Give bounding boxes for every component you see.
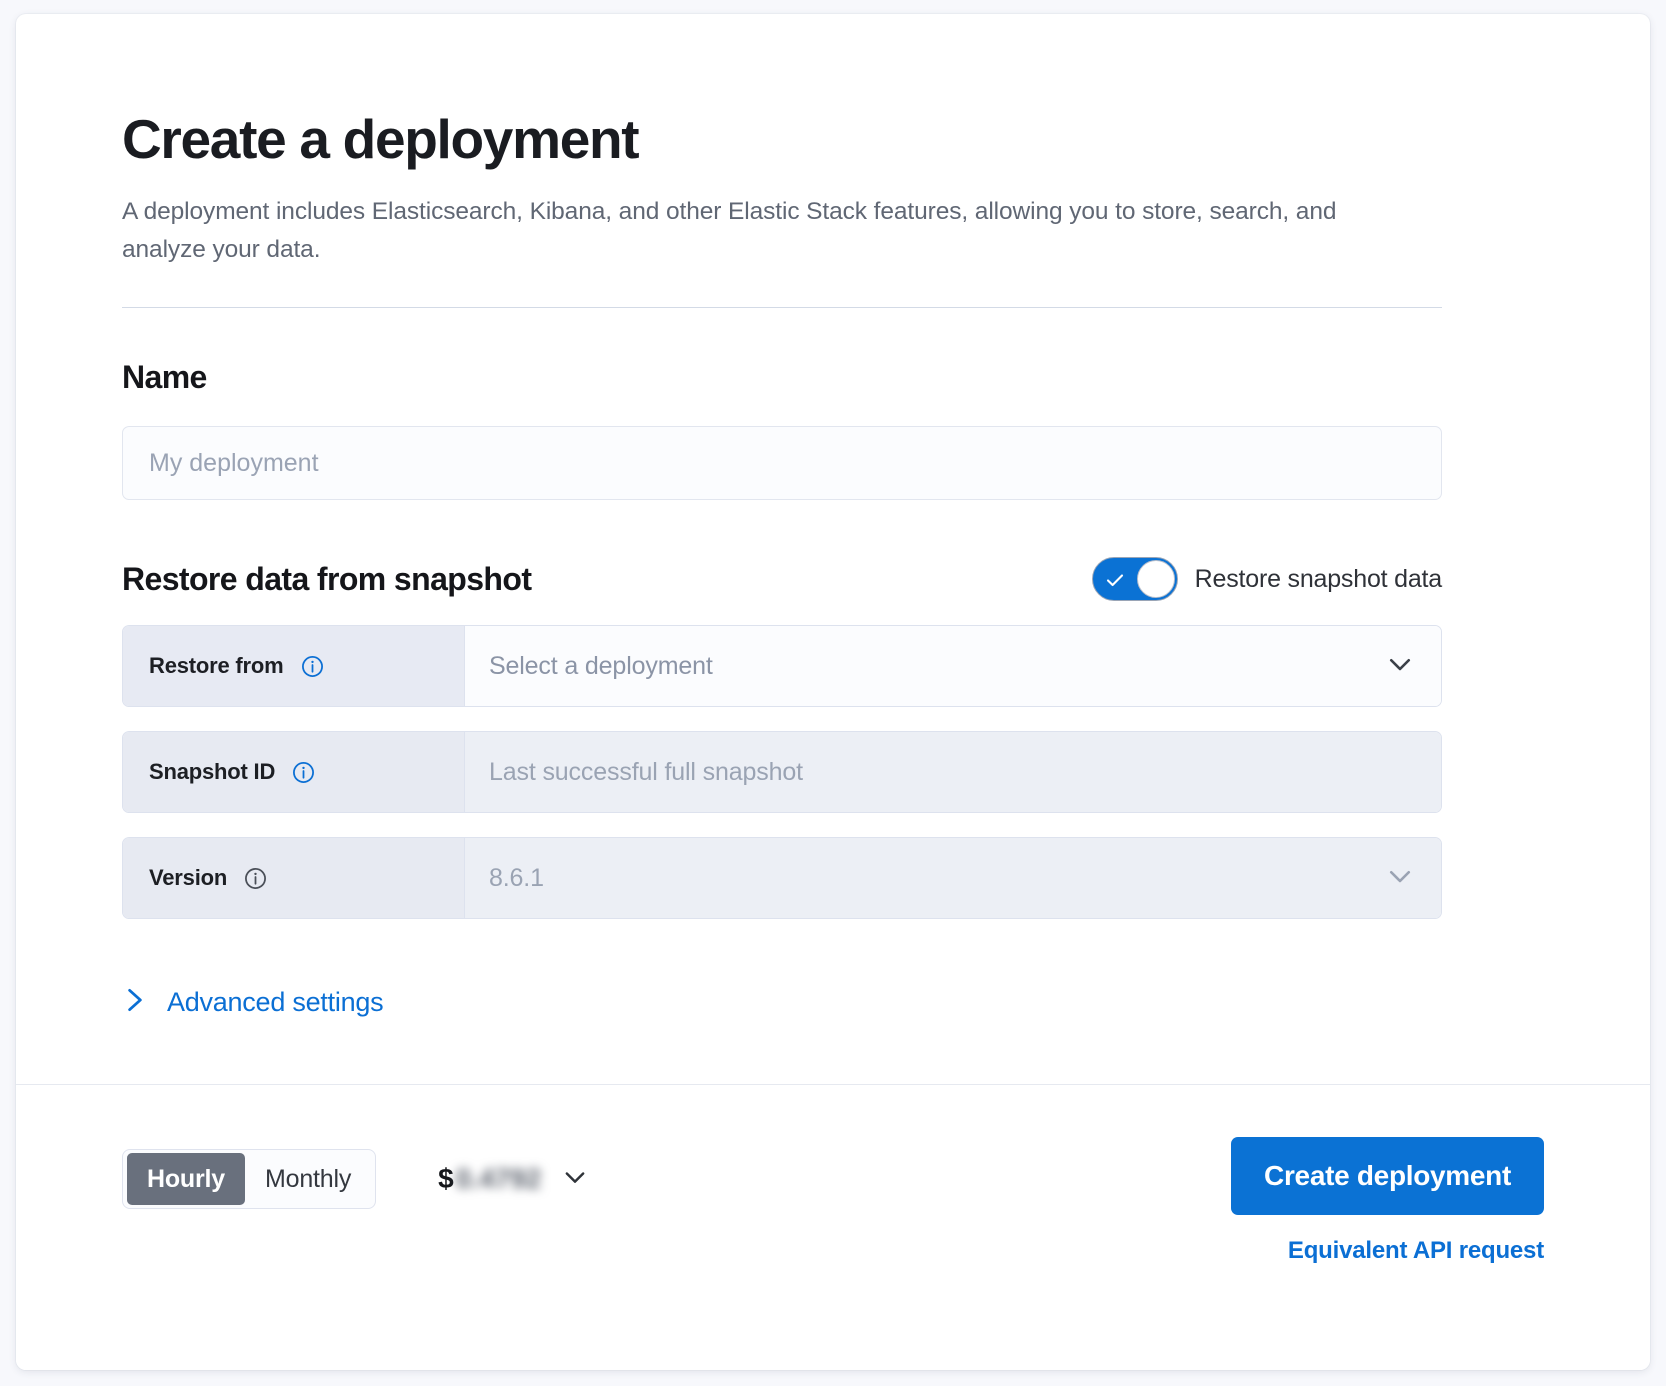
restore-snapshot-toggle[interactable] [1091,557,1178,602]
billing-option-hourly[interactable]: Hourly [127,1153,245,1205]
advanced-settings-label: Advanced settings [167,987,384,1018]
footer-left-group: Hourly Monthly $ 0.4792 [122,1137,589,1209]
card-body: Create a deployment A deployment include… [16,14,1650,1084]
name-section: Name My deployment [122,358,1442,501]
snapshot-id-label: Snapshot ID [149,759,276,785]
price-amount: 0.4792 [455,1163,542,1194]
version-label-group: Version [123,838,465,919]
restore-snapshot-toggle-group[interactable]: Restore snapshot data [1091,557,1443,602]
price-display: $ 0.4792 [438,1163,541,1195]
chevron-down-icon[interactable] [561,1163,589,1196]
chevron-down-icon[interactable] [1385,649,1415,684]
name-section-title: Name [122,358,207,395]
restore-from-row[interactable]: Restore from Select a deployment [122,625,1442,708]
billing-option-monthly[interactable]: Monthly [264,1164,352,1193]
price-group[interactable]: $ 0.4792 [438,1163,589,1196]
card-footer: Hourly Monthly $ 0.4792 Creat [16,1084,1650,1370]
restore-section-title: Restore data from snapshot [122,561,532,598]
snapshot-id-row: Snapshot ID Last successful full snapsho… [122,731,1442,814]
version-select: 8.6.1 [465,838,1441,919]
restore-from-label: Restore from [149,653,284,679]
header-divider [122,306,1442,308]
form-content: Create a deployment A deployment include… [122,108,1443,1020]
footer-right-group: Create deployment Equivalent API request [1231,1137,1544,1265]
restore-snapshot-toggle-label: Restore snapshot data [1194,564,1443,593]
chevron-down-icon [1385,861,1415,896]
snapshot-id-input: Last successful full snapshot [465,732,1441,813]
version-label: Version [149,865,228,891]
restore-section-header: Restore data from snapshot Restore snaps… [122,557,1443,602]
deployment-name-input[interactable]: My deployment [122,426,1442,501]
toggle-knob [1136,560,1175,599]
snapshot-id-value: Last successful full snapshot [489,757,803,786]
page-title: Create a deployment [122,108,640,170]
check-icon [1105,570,1125,590]
snapshot-id-label-group: Snapshot ID [123,732,465,813]
billing-period-segmented-control[interactable]: Hourly Monthly [122,1149,377,1209]
price-currency: $ [438,1163,454,1194]
version-value: 8.6.1 [489,863,544,892]
info-icon[interactable] [243,866,268,891]
version-row: Version 8.6.1 [122,837,1442,920]
create-deployment-card: Create a deployment A deployment include… [16,14,1650,1370]
restore-from-select[interactable]: Select a deployment [465,626,1441,707]
info-icon[interactable] [300,654,325,679]
equivalent-api-request-link[interactable]: Equivalent API request [1287,1237,1544,1264]
restore-from-value: Select a deployment [489,651,713,680]
chevron-right-icon [122,985,148,1020]
page-description: A deployment includes Elasticsearch, Kib… [122,198,1337,263]
info-icon[interactable] [291,760,316,785]
create-deployment-button[interactable]: Create deployment [1231,1137,1544,1215]
deployment-name-placeholder: My deployment [149,448,319,477]
restore-from-label-group: Restore from [123,626,465,707]
advanced-settings-toggle[interactable]: Advanced settings [122,985,384,1020]
